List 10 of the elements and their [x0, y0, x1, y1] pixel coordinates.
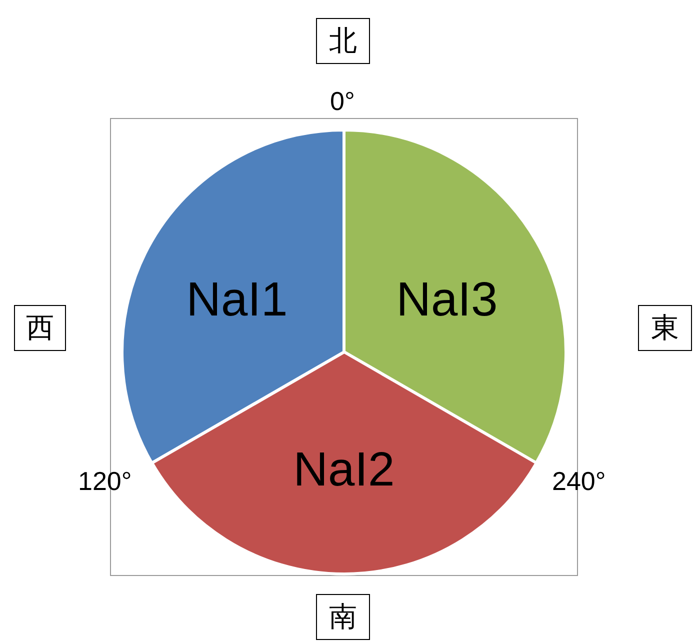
slice-label: NaI1 [186, 272, 288, 328]
angle-label: 120° [78, 466, 132, 497]
slice-label: NaI3 [396, 272, 498, 328]
angle-label: 0° [330, 86, 355, 117]
slice-label: NaI2 [293, 442, 395, 498]
direction-label: 東 [638, 305, 692, 351]
angle-label: 240° [552, 466, 606, 497]
direction-label: 南 [316, 594, 370, 640]
direction-label: 西 [14, 305, 66, 351]
direction-label: 北 [316, 18, 370, 64]
